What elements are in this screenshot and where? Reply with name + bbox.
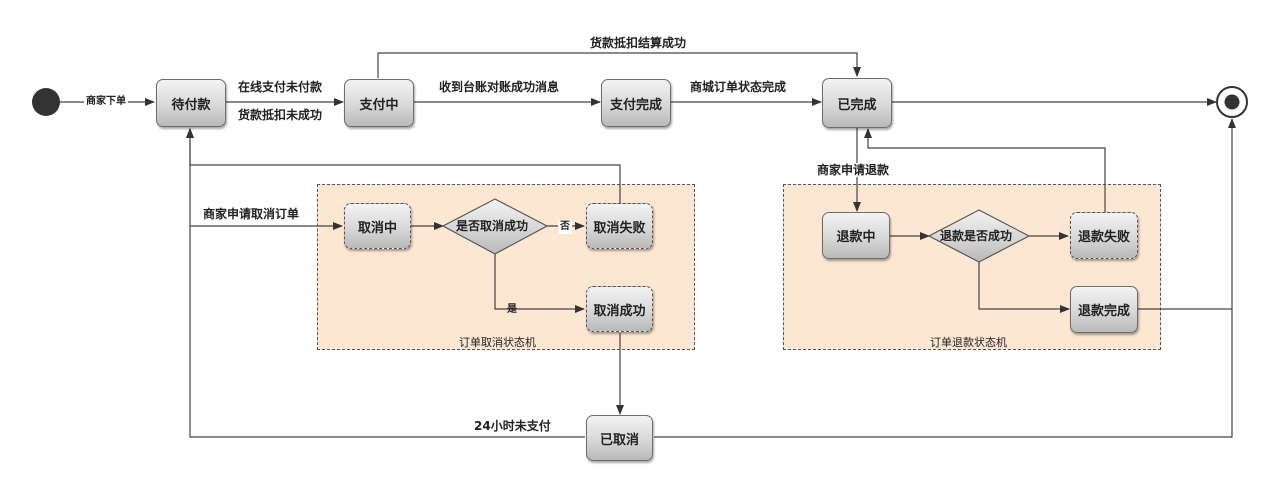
label-ledger-msg: 收到台账对账成功消息 <box>439 80 560 94</box>
label-apply-refund: 商家申请退款 <box>815 163 892 177</box>
edge-decision-to-refund-done-inner <box>978 262 1070 313</box>
cancel-group-label: 订单取消状态机 <box>459 336 536 349</box>
state-cancel-success[interactable]: 取消成功 <box>586 286 653 332</box>
state-cancel-failed[interactable]: 取消失败 <box>586 203 653 249</box>
state-paid[interactable]: 支付完成 <box>601 79 671 127</box>
decision-refund-diamond <box>927 209 1031 263</box>
label-merchant-order: 商家下单 <box>84 95 128 109</box>
edge-refund-failed-to-completed <box>864 128 1106 212</box>
decision-refund-label: 退款是否成功 <box>940 229 1013 243</box>
state-cancelling[interactable]: 取消中 <box>344 203 411 249</box>
label-deduct-settle-success: 货款抵扣结算成功 <box>590 36 687 50</box>
edge-decision-to-cancel-success-inner <box>494 254 585 313</box>
state-refund-failed[interactable]: 退款失败 <box>1070 212 1138 259</box>
edge-paying-to-completed-deduct <box>377 52 861 78</box>
state-refund-done[interactable]: 退款完成 <box>1070 286 1138 333</box>
label-no: 否 <box>558 220 572 234</box>
end-node-inner <box>1224 94 1240 110</box>
state-pending-payment[interactable]: 待付款 <box>156 79 226 127</box>
refund-group-label: 订单退款状态机 <box>930 336 1007 349</box>
decision-cancel-label: 是否取消成功 <box>456 219 529 233</box>
label-unpaid-24h: 24小时未支付 <box>474 419 551 433</box>
label-apply-cancel: 商家申请取消订单 <box>203 207 300 221</box>
state-paying[interactable]: 支付中 <box>344 79 414 127</box>
label-online-unpaid: 在线支付未付款 <box>238 80 323 94</box>
label-yes: 是 <box>507 304 517 315</box>
state-cancelled[interactable]: 已取消 <box>586 415 653 461</box>
label-deduct-failed: 货款抵扣未成功 <box>238 108 323 122</box>
state-completed[interactable]: 已完成 <box>822 78 892 128</box>
label-mall-complete: 商城订单状态完成 <box>690 80 787 94</box>
edge-unpaid-24h <box>186 128 585 438</box>
edge-cancelled-to-end <box>654 118 1236 438</box>
start-node <box>32 88 60 116</box>
state-refunding[interactable]: 退款中 <box>822 212 890 259</box>
decision-cancel-diamond <box>441 198 549 255</box>
